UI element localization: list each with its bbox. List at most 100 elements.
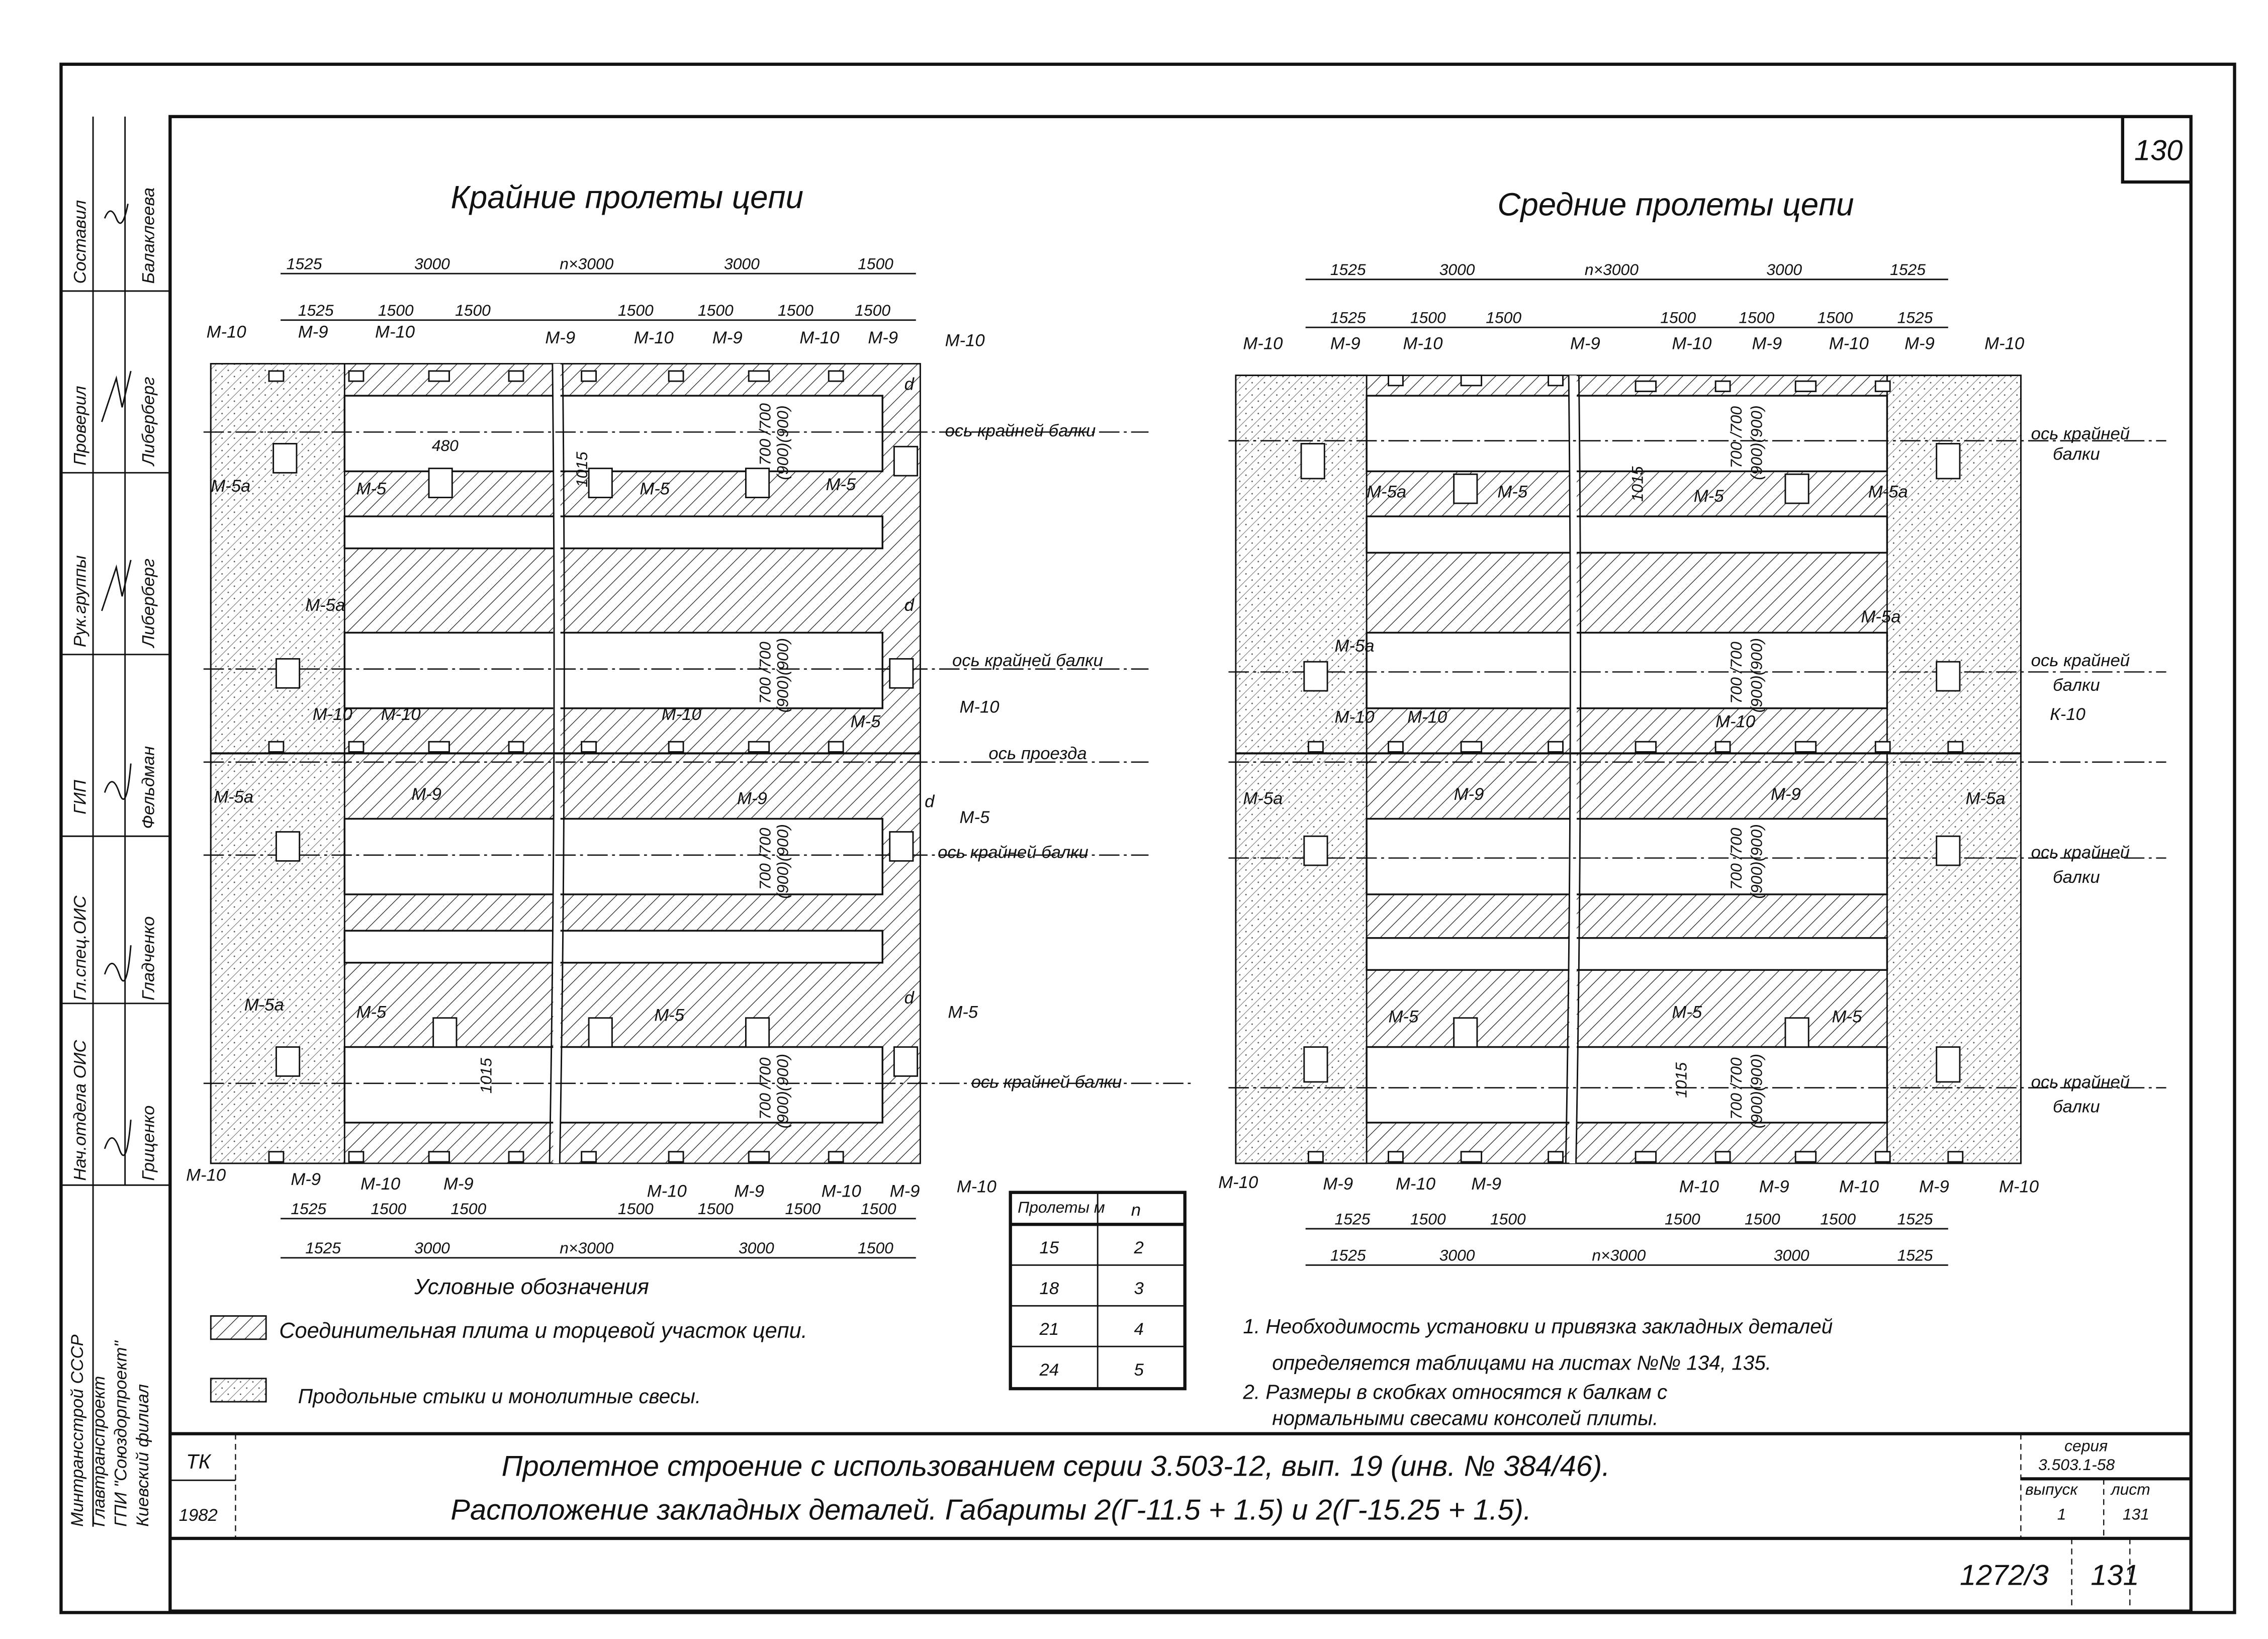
- mark-label: М-10: [1984, 334, 2024, 353]
- stamp-role: Гл.спец.ОИС: [71, 895, 90, 1000]
- mark-label: М-5а: [1243, 789, 1283, 808]
- dim-label: 1500: [1410, 1210, 1446, 1228]
- dim-label: (900)(900): [1748, 638, 1766, 712]
- code: ТК: [186, 1450, 212, 1473]
- signature: [104, 945, 132, 982]
- mark-label: М-5: [1694, 487, 1724, 506]
- mark-label: М-10: [1829, 334, 1869, 353]
- axis-label: ось крайней балки: [945, 421, 1096, 440]
- dim-label: 1500: [450, 1200, 486, 1218]
- beam: [343, 817, 883, 895]
- dim-label: 1525: [291, 1200, 326, 1218]
- title-line-1: Пролетное строение с использованием сери…: [502, 1450, 1610, 1483]
- mark-label: М-10: [1715, 712, 1755, 731]
- dim-label: 1015: [1672, 1062, 1690, 1098]
- issue-value: 1: [2057, 1505, 2066, 1523]
- table-cell: 5: [1134, 1360, 1144, 1380]
- dim-label: 1500: [1739, 308, 1774, 326]
- dim-label: 1015: [1628, 466, 1647, 502]
- dim-label: 1500: [371, 1200, 406, 1218]
- dim-label: 1500: [778, 301, 813, 319]
- dim-label: 1500: [618, 301, 654, 319]
- title-block: ТК 1982 Пролетное строение с использован…: [170, 1433, 2191, 1611]
- mark-label: М-9: [1904, 334, 1935, 353]
- stamp-role: Нач.отдела ОИС: [71, 1040, 90, 1181]
- dim-label: (900)(900): [1748, 405, 1766, 480]
- table-cell: 4: [1134, 1320, 1144, 1339]
- dim-label: 1015: [477, 1058, 495, 1094]
- mark-label: М-5а: [1868, 482, 1908, 501]
- axis-label: ось крайней балки: [952, 651, 1103, 670]
- mark-label: М-10: [1335, 708, 1375, 727]
- beam: [343, 515, 883, 550]
- mark-label: М-10: [822, 1181, 861, 1201]
- dim-label: 1500: [1660, 308, 1696, 326]
- table-cell: 15: [1040, 1238, 1059, 1257]
- beam: [1366, 1046, 1888, 1124]
- mark-label: М-10: [207, 322, 246, 341]
- mark-label: М-9: [1759, 1177, 1789, 1197]
- mark-label: М-10: [1396, 1174, 1435, 1194]
- mark-label: М-10: [375, 322, 415, 341]
- mark-label: М-5а: [211, 477, 250, 496]
- dim-label: 1500: [698, 1200, 734, 1218]
- dim-label: 1500: [1820, 1210, 1856, 1228]
- year: 1982: [179, 1506, 218, 1525]
- mark-label: М-5: [356, 1003, 386, 1022]
- mark-label: М-9: [1471, 1174, 1501, 1194]
- dim-label: (900)(900): [773, 1054, 791, 1128]
- legend-swatch-dotted: [210, 1378, 267, 1403]
- mark-label: М-10: [1839, 1177, 1879, 1197]
- inner-frame: [168, 115, 2193, 1613]
- note-line: определяется таблицами на листах №№ 134,…: [1272, 1351, 1771, 1374]
- break-line: [549, 363, 565, 1163]
- stamp-name: Гладченко: [139, 917, 158, 1000]
- dim-label: 1525: [1897, 1246, 1933, 1264]
- dim-label: 3000: [724, 255, 760, 273]
- mark-label: М-9: [1454, 785, 1484, 804]
- dim-label: 1525: [305, 1239, 341, 1257]
- mark-label: М-10: [1407, 708, 1447, 727]
- inventory-number: 1272/3: [1960, 1559, 2049, 1591]
- mark-label: М-5: [851, 712, 881, 731]
- dim-label: 1500: [1818, 308, 1853, 326]
- mark-label: М-9: [1771, 785, 1801, 804]
- stamp-name: Либерберг: [139, 377, 158, 467]
- dim-label: 700 /700: [1727, 828, 1745, 890]
- dim-label: 1500: [858, 1239, 893, 1257]
- dim-label: 1525: [1890, 260, 1926, 279]
- end-block: [1235, 375, 1368, 1164]
- dim-label: 1525: [1330, 308, 1366, 326]
- mark-label: М-5: [654, 1006, 684, 1025]
- org-line: Киевский филиал: [133, 1384, 152, 1527]
- issue-label: выпуск: [2025, 1480, 2078, 1498]
- dim-label: 1525: [1897, 1210, 1933, 1228]
- legend: Условные обозначения Соединительная плит…: [210, 1275, 807, 1408]
- end-block: [1886, 375, 2022, 1164]
- axis-label: ось крайней: [2031, 1073, 2130, 1092]
- mark-label: М-10: [945, 331, 985, 350]
- table-cell: 3: [1134, 1279, 1144, 1298]
- mark-label: М-10: [1403, 334, 1442, 353]
- org-line: Главтранспроект: [89, 1376, 109, 1527]
- mark-label: М-9: [712, 328, 743, 347]
- mark-label: М-5а: [244, 995, 284, 1015]
- dim-label: 1500: [1490, 1210, 1526, 1228]
- mark-label: М-5а: [1367, 482, 1406, 501]
- mark-label: М-5: [826, 475, 856, 494]
- signature: [104, 204, 129, 224]
- mark-label: М-10: [1218, 1173, 1258, 1192]
- mark-label: М-9: [1919, 1177, 1949, 1197]
- table-header: n: [1131, 1201, 1141, 1220]
- dim-letter: d: [904, 596, 915, 615]
- dim-label: 1525: [298, 301, 334, 319]
- axis-label: балки: [2053, 868, 2100, 887]
- org-line: ГПИ "Союздорпроект": [112, 1340, 131, 1526]
- dim-label: 700 /700: [1727, 1057, 1745, 1120]
- table-cell: 18: [1040, 1279, 1059, 1298]
- mark-label: М-9: [868, 328, 898, 347]
- stamp-name: Либерберг: [139, 559, 158, 648]
- mark-label: М-10: [1672, 334, 1711, 353]
- table-cell: 21: [1039, 1320, 1059, 1339]
- axis-label: балки: [2053, 676, 2100, 695]
